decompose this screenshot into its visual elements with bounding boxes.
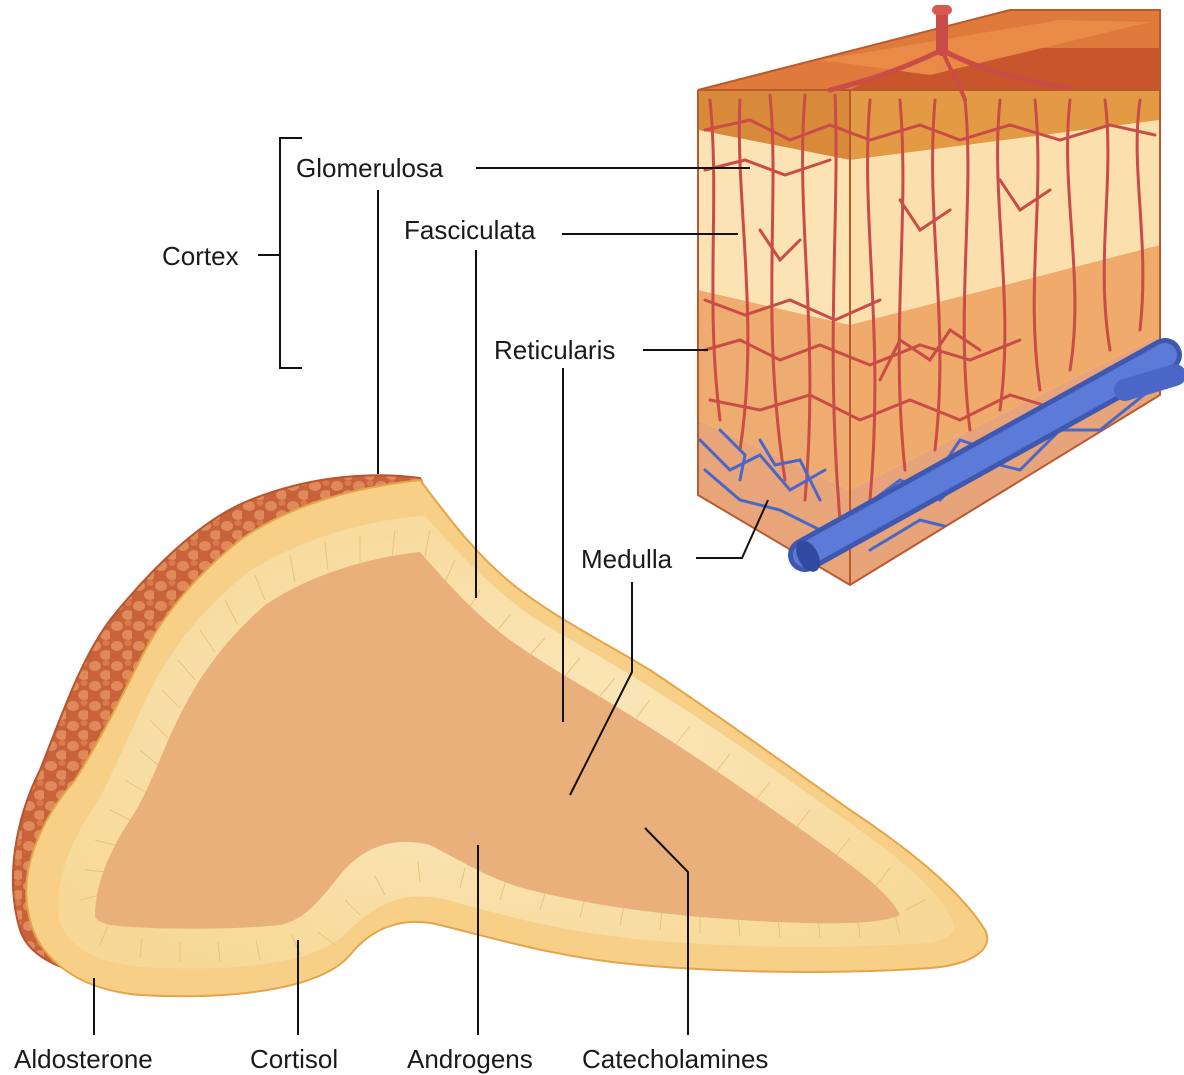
capillary-network	[703, 93, 1157, 522]
gland-cross-section	[11, 474, 988, 998]
label-reticularis: Reticularis	[494, 335, 616, 365]
block-glomerulosa	[698, 90, 850, 160]
medulla-core	[95, 552, 900, 929]
label-cortisol: Cortisol	[250, 1044, 339, 1074]
label-androgens: Androgens	[407, 1044, 533, 1074]
label-glomerulosa: Glomerulosa	[296, 153, 444, 183]
block-fasciculata	[698, 130, 850, 325]
leader-lines	[93, 137, 769, 1035]
tissue-block	[697, 5, 1184, 587]
label-catecholamines: Catecholamines	[582, 1044, 769, 1074]
label-medulla: Medulla	[581, 544, 673, 574]
label-fasciculata: Fasciculata	[404, 215, 536, 245]
fasciculata-cords	[79, 529, 926, 963]
label-cortex: Cortex	[162, 241, 239, 271]
cortex-bracket	[279, 137, 302, 369]
artery	[827, 6, 1073, 102]
central-vein	[788, 338, 1184, 572]
label-aldosterone: Aldosterone	[14, 1044, 153, 1074]
